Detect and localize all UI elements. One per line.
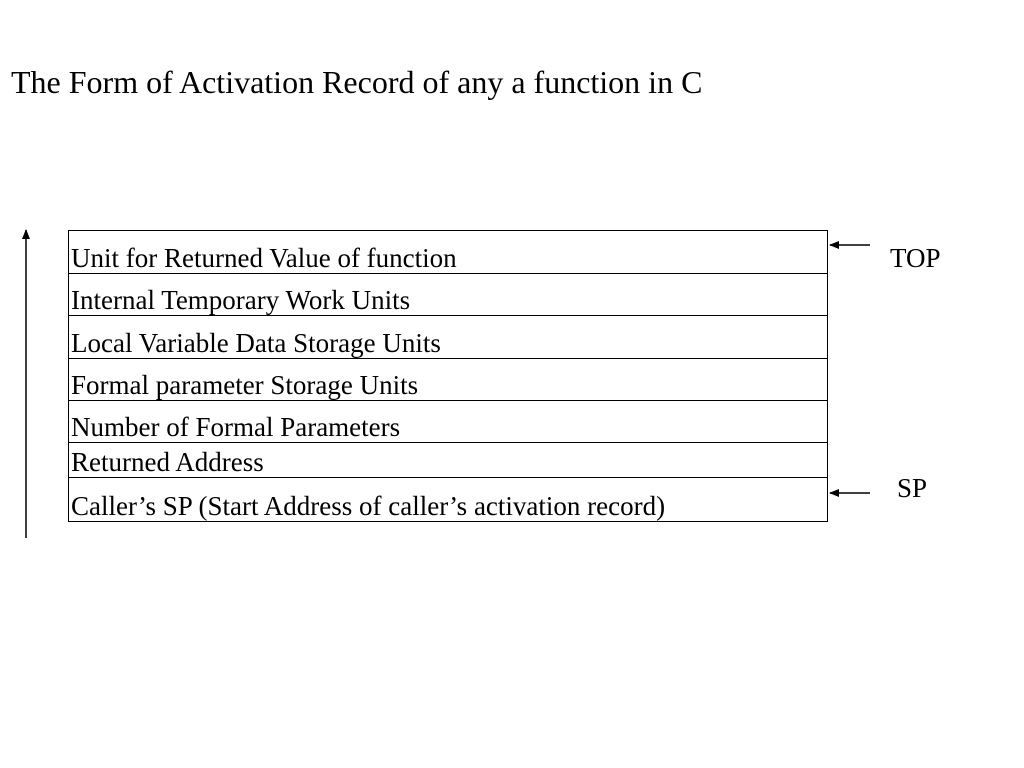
page-title: The Form of Activation Record of any a f… — [11, 64, 703, 100]
record-row-returned-value: Unit for Returned Value of function — [69, 231, 827, 274]
record-row-local-variables: Local Variable Data Storage Units — [69, 316, 827, 359]
sp-pointer-label: SP — [897, 473, 928, 503]
record-row-caller-sp: Caller’s SP (Start Address of caller’s a… — [69, 478, 827, 522]
activation-record-table: Unit for Returned Value of function Inte… — [68, 230, 828, 522]
record-row-returned-address: Returned Address — [69, 443, 827, 478]
record-row-temp-work-units: Internal Temporary Work Units — [69, 274, 827, 316]
top-pointer-label: TOP — [890, 243, 941, 273]
record-row-parameter-count: Number of Formal Parameters — [69, 401, 827, 443]
record-row-formal-parameters: Formal parameter Storage Units — [69, 359, 827, 401]
